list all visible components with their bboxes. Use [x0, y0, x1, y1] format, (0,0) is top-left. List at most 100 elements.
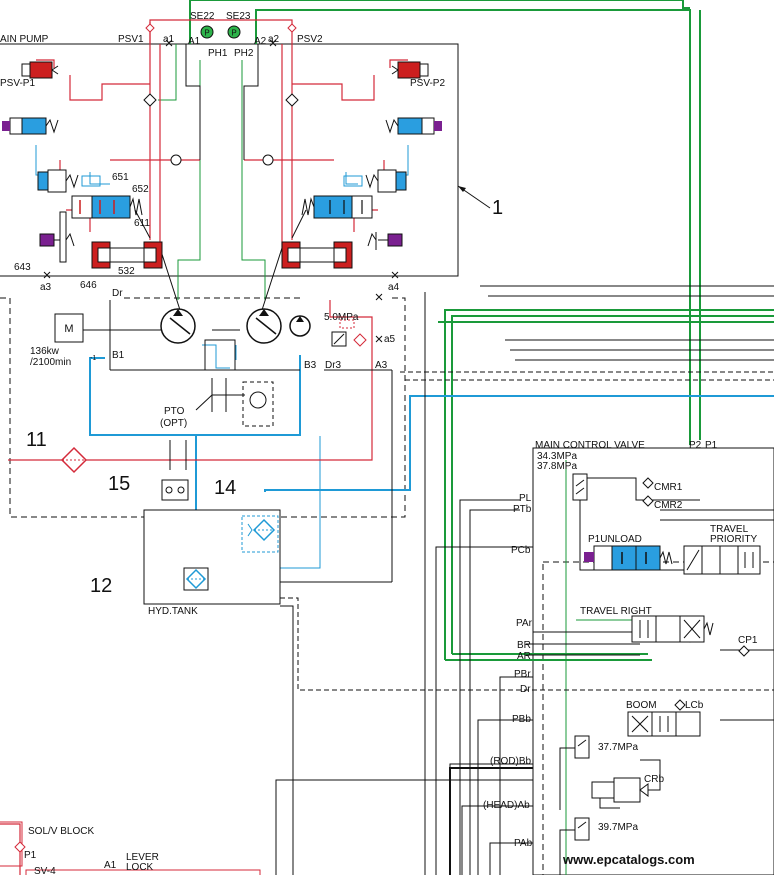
- label-39-7mpa: 39.7MPa: [598, 822, 638, 833]
- check-valves-cmr: [642, 477, 750, 711]
- label-psv1: PSV1: [118, 34, 144, 45]
- label-relief-5mpa: 5.0MPa: [324, 312, 359, 323]
- label-b3: B3: [304, 360, 317, 371]
- psv-p1-solenoid: [21, 61, 59, 79]
- main-pump-1: [160, 308, 196, 344]
- label-p1: P1: [705, 440, 718, 451]
- label-a1-small: a1: [163, 34, 175, 45]
- label-dr-pump: Dr: [112, 288, 123, 299]
- p1-unload-valve: [584, 545, 673, 571]
- label-p1unload: P1UNLOAD: [588, 534, 642, 545]
- main-relief-valve: [572, 473, 588, 501]
- pilot-lines: [0, 19, 408, 875]
- label-ph1: PH1: [208, 48, 228, 59]
- relief-valve-5mpa: [331, 319, 367, 347]
- label-lcb: LCb: [685, 700, 704, 711]
- label-cmr1: CMR1: [654, 482, 683, 493]
- label-psv2: PSV2: [297, 34, 323, 45]
- label-a4-small: a4: [388, 282, 400, 293]
- label-37-7mpa: 37.7MPa: [598, 742, 638, 753]
- label-par: PAr: [516, 618, 533, 629]
- label-652: 652: [132, 184, 149, 195]
- label-lever: LEVER: [126, 852, 159, 863]
- filter-12: [183, 567, 209, 591]
- pressure-gauge-ph1: P: [200, 25, 214, 39]
- servo-piston-left: [37, 169, 79, 193]
- label-travel-priority-2: PRIORITY: [710, 534, 758, 545]
- callout-11: 11: [26, 429, 47, 451]
- engine-frame: [0, 297, 406, 518]
- control-valve-frames: [532, 447, 774, 875]
- pressure-gauge-ph2: P: [227, 25, 241, 39]
- label-boom: BOOM: [626, 700, 657, 711]
- regulator-valve-left: [2, 117, 59, 135]
- label-psv-p1: PSV-P1: [0, 78, 35, 89]
- solv-block-check: [14, 841, 26, 853]
- label-solv-block: SOL/V BLOCK: [28, 826, 94, 837]
- label-pto: PTO: [164, 406, 185, 417]
- main-thick-lines: [449, 767, 533, 875]
- label-crb: CRb: [644, 774, 664, 785]
- gauge-ph1-letter: P: [204, 29, 209, 38]
- label-br: BR: [517, 640, 531, 651]
- label-dr3: Dr3: [325, 360, 342, 371]
- label-cmr2: CMR2: [654, 500, 683, 511]
- watermark: www.epcatalogs.com: [562, 852, 695, 867]
- motor-letter: M: [64, 323, 73, 335]
- main-lines: [80, 44, 774, 875]
- main-pump-frame: [0, 43, 459, 277]
- main-pump-2: [246, 308, 282, 344]
- label-head-ab: (HEAD)Ab: [483, 800, 530, 811]
- callout-15: 15: [108, 473, 130, 495]
- label-main-pump: AIN PUMP: [0, 34, 49, 45]
- engine-motor: M: [54, 313, 84, 343]
- label-pl: PL: [519, 493, 532, 504]
- label-532: 532: [118, 266, 135, 277]
- boom-valve: [627, 711, 701, 737]
- regulator-valve-right: [385, 117, 442, 135]
- label-611: 611: [134, 218, 150, 229]
- label-bl-a1: A1: [104, 860, 117, 871]
- label-pcb: PCb: [511, 545, 531, 556]
- psv-p2-solenoid: [391, 61, 429, 79]
- callout-1-leader: [457, 185, 491, 209]
- label-speed-sup: -1: [90, 355, 96, 362]
- pto-gearbox: [195, 339, 274, 427]
- label-b1: B1: [112, 350, 125, 361]
- filter-11: [60, 446, 88, 474]
- purple-sensor-right: [367, 232, 403, 250]
- label-p2: P2: [689, 440, 702, 451]
- label-pto-opt: (OPT): [160, 418, 187, 429]
- pilot-pump: [289, 315, 311, 337]
- label-pbb: PBb: [512, 714, 531, 725]
- label-643: 643: [14, 262, 31, 273]
- label-34-3mpa: 34.3MPa: [537, 451, 577, 462]
- label-power: 136kw: [30, 346, 60, 357]
- callout-12: 12: [90, 575, 112, 597]
- label-ar: AR: [517, 651, 531, 662]
- gauge-ph2-letter: P: [231, 29, 236, 38]
- label-646: 646: [80, 280, 97, 291]
- label-pbr: PBr: [514, 669, 531, 680]
- label-psv-p2: PSV-P2: [410, 78, 445, 89]
- label-sv4: SV-4: [34, 866, 56, 875]
- label-se23: SE23: [226, 11, 251, 22]
- label-a3-small: a3: [40, 282, 52, 293]
- shuttle-valves: [143, 23, 299, 166]
- valve-651-652: [71, 175, 143, 219]
- label-37-8mpa: 37.8MPa: [537, 461, 577, 472]
- purple-sensor-left: [39, 211, 75, 263]
- servo-cylinder-right: [281, 241, 353, 269]
- label-travel-right: TRAVEL RIGHT: [580, 606, 652, 617]
- label-a5: a5: [384, 334, 396, 345]
- label-pab: PAb: [514, 838, 533, 849]
- servo-piston-right: [365, 169, 407, 193]
- signal-lines: [189, 0, 774, 661]
- label-se22: SE22: [190, 11, 215, 22]
- boom-relief-valves: [574, 735, 649, 841]
- label-rod-bb: (ROD)Bb: [490, 756, 532, 767]
- label-dr-cv: Dr: [520, 684, 531, 695]
- label-lock: LOCK: [126, 862, 154, 873]
- callout-14: 14: [214, 477, 236, 499]
